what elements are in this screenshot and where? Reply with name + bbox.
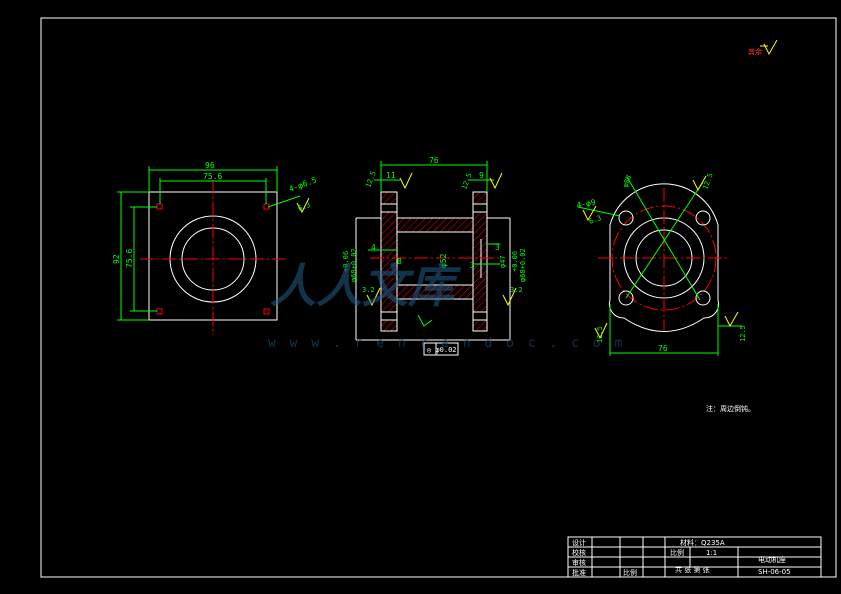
front-bolt-hole	[380, 311, 398, 321]
right-view-hole	[695, 290, 711, 306]
dim-dia-right: φ68+0.02	[519, 248, 527, 282]
front-bolt-hole	[472, 311, 488, 321]
tolerance-frame-text: ◎ φ0.02	[427, 346, 457, 354]
left-view-hole	[156, 308, 163, 315]
dim-width: 76	[658, 344, 668, 353]
surface-roughness-symbol-icon	[594, 322, 608, 340]
datum-symbol-icon	[417, 314, 433, 327]
leader-line	[267, 195, 301, 208]
surface-roughness-symbol-icon	[489, 172, 503, 190]
surface-roughness-symbol-icon	[399, 172, 413, 190]
leader-line	[577, 206, 621, 217]
geometric-tolerance-frame	[423, 342, 459, 356]
roughness-holes: 6.3	[588, 214, 603, 226]
tb-row-label: 批准	[572, 568, 586, 577]
tb-row-label: 审核	[572, 558, 586, 567]
dim-step-right-bottom: 3	[470, 261, 475, 270]
roughness-value: 6.3	[297, 201, 312, 213]
front-bolt-hole	[380, 203, 398, 213]
dim-dia-left-tol: +0.06	[342, 251, 350, 272]
surface-roughness-symbol-icon	[582, 205, 597, 222]
dim-angle: φ88	[621, 174, 633, 189]
tb-part-name: 电动机座	[758, 555, 786, 564]
surface-roughness-symbol-icon	[763, 39, 778, 56]
tb-row-label: 设计	[572, 538, 586, 547]
tb-drawing-number: SH-06-05	[758, 568, 791, 576]
left-view-hole	[263, 308, 270, 315]
tb-material: 材料：Q235A	[680, 538, 725, 547]
right-view: φ88 4-φ9 6.3 12.5 76 12.5 12.5	[576, 172, 747, 356]
front-view: 76 11 9 12.5 12.5 +0.06 φ68+0.02 4 B φ52…	[342, 156, 527, 356]
dim-step-right-top: 3	[495, 243, 500, 252]
dim-height-outer: 92	[112, 254, 121, 264]
corner-roughness-label: 其余	[748, 47, 762, 56]
watermark-url: w w w . r e n r e n d o c . c o m	[268, 336, 625, 351]
tb-sheets: 共 张 第 张	[675, 565, 710, 574]
front-right-flange	[472, 191, 488, 332]
tb-scale-value: 1:1	[706, 549, 717, 557]
dim-width-outer: 96	[205, 161, 215, 170]
dim-dia-center: φ52	[439, 253, 448, 268]
dim-dia-left: φ68+0.02	[350, 248, 358, 282]
dim-holes: 4-φ9	[576, 198, 597, 210]
tb-scale-label: 比例	[670, 548, 684, 557]
watermark-logo-text: 人人文库	[270, 259, 462, 313]
right-view-hole	[618, 290, 634, 306]
roughness-bottom-left: 3.2	[362, 286, 375, 294]
dim-flange-right: 9	[479, 171, 484, 180]
title-block: 设计 校核 审核 批准 比例 材料：Q235A 比例 1:1 共 张 第 张 电…	[567, 536, 822, 578]
roughness-right: 12.5	[739, 325, 747, 342]
roughness-top-right: 12.5	[460, 172, 473, 191]
surface-roughness-symbol-icon	[502, 287, 517, 307]
roughness-bottom-right: 3.2	[510, 286, 523, 294]
roughness-left: 12.5	[596, 326, 604, 343]
sheet-border	[40, 17, 837, 578]
dim-dia-inner-right: φ47	[499, 255, 507, 268]
dim-holes: 4-φ6.5	[288, 175, 318, 193]
dim-width-inner: 75.6	[203, 172, 222, 181]
tb-extra-label: 比例	[623, 568, 637, 577]
surface-roughness-symbol-icon	[724, 311, 739, 328]
roughness-top-left: 12.5	[364, 170, 377, 189]
roughness-top: 12.5	[701, 172, 714, 191]
tb-row-label: 校核	[572, 548, 586, 557]
left-view: 96 75.6 92 75.6 4-φ6.5 6.3	[112, 161, 318, 335]
surface-roughness-symbol-icon	[296, 197, 310, 214]
surface-roughness-symbol-icon	[692, 175, 707, 192]
right-view-hole	[695, 210, 711, 226]
dim-dia-right-tol: +0.06	[511, 251, 519, 272]
drawing-note: 注：周边倒钝。	[706, 404, 755, 413]
front-bolt-hole	[472, 203, 488, 213]
right-view-diameter-line	[626, 176, 701, 301]
dim-flange-left: 11	[386, 171, 396, 180]
dim-step-b: B	[397, 257, 402, 266]
left-view-hole	[156, 203, 163, 210]
right-view-diameter-line	[625, 181, 704, 299]
corner-roughness-mark: 其余	[748, 39, 778, 56]
dim-length: 76	[429, 156, 439, 165]
dim-height-inner: 75.6	[125, 249, 134, 268]
right-view-hole	[618, 210, 634, 226]
dim-step-left: 4	[371, 243, 376, 252]
surface-roughness-symbol-icon	[366, 287, 381, 307]
front-tube-top	[396, 217, 474, 233]
